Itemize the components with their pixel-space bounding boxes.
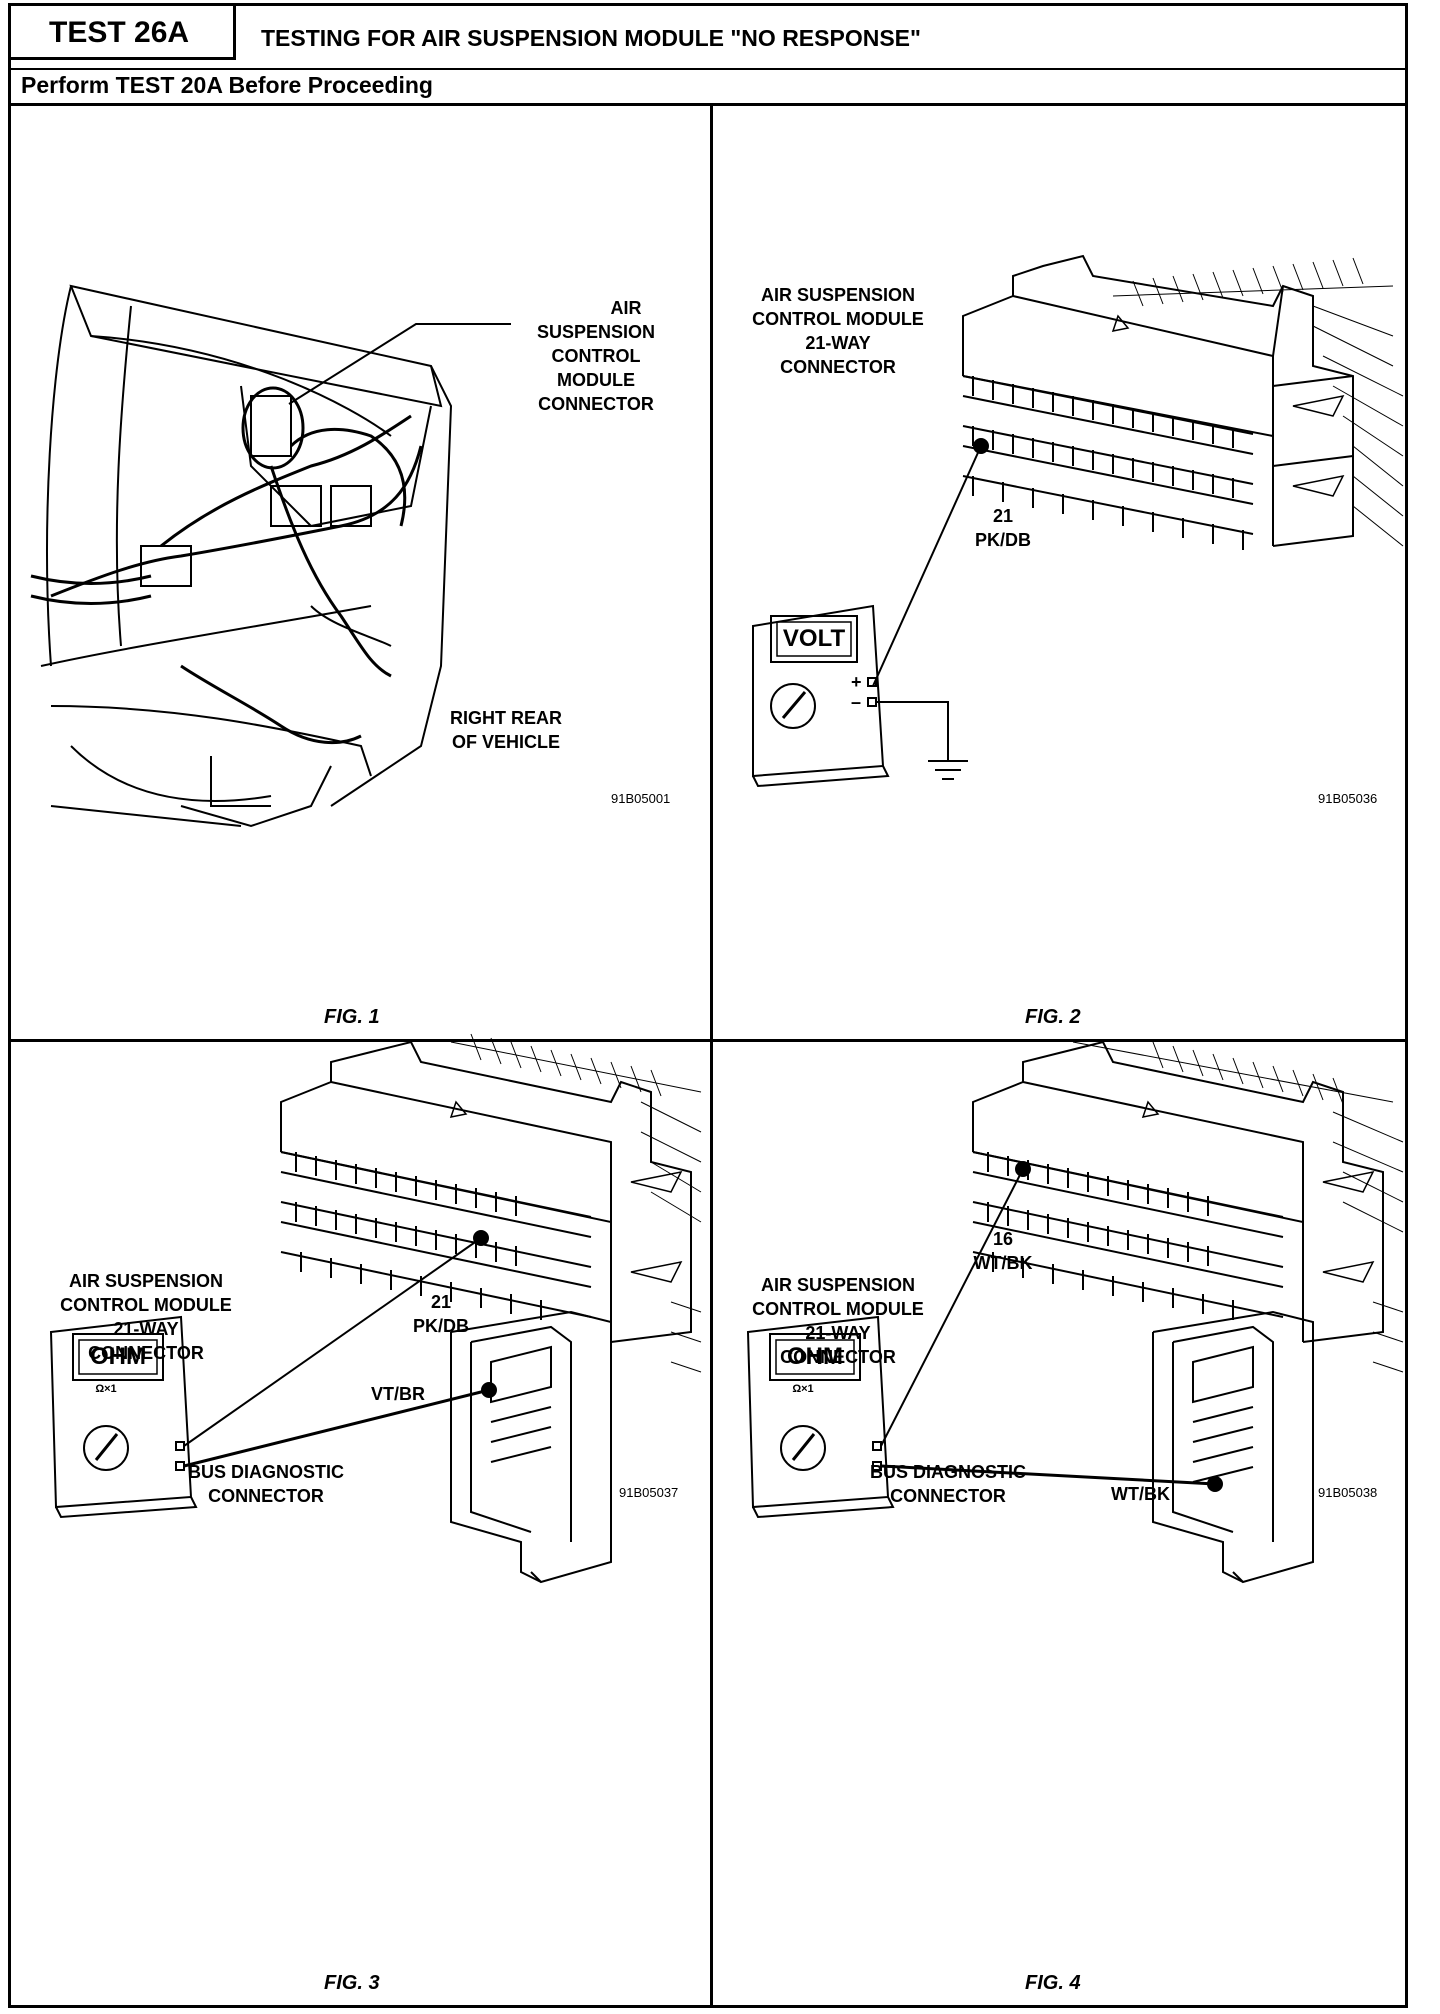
fig4-connector-label: AIR SUSPENSION CONTROL MODULE 21-WAY CON… — [733, 1273, 943, 1369]
fig2-connector-label: AIR SUSPENSION CONTROL MODULE 21-WAY CON… — [733, 283, 943, 379]
fig1-caption: FIG. 1 — [324, 1006, 380, 1028]
ohm-test-illustration — [49, 1033, 702, 1584]
fig4-connector-label-line-4: CONNECTOR — [780, 1347, 896, 1367]
fig3-connector-label-line-2: CONTROL MODULE — [60, 1295, 232, 1315]
fig3-connector-label: AIR SUSPENSION CONTROL MODULE 21-WAY CON… — [41, 1269, 251, 1365]
fig3-connector-label-line-1: AIR SUSPENSION — [68, 1271, 224, 1291]
vehicle-rear-illustration — [30, 284, 511, 828]
fig2-connector-label-line-1: AIR SUSPENSION — [760, 285, 916, 305]
fig4-pin-label: 16 WT/BK — [968, 1227, 1038, 1275]
ohmmeter-display: OHM — [90, 1343, 146, 1370]
figure-1-panel: AIR SUSPENSION CONTROL MODULE CONNECTOR … — [11, 106, 710, 1039]
panel-divider-horizontal — [11, 1039, 1405, 1042]
fig2-connector-label-line-4: CONNECTOR — [780, 357, 896, 377]
connector-21way-illustration — [752, 254, 1404, 788]
fig4-diag-wire-label: WT/BK — [1111, 1484, 1170, 1504]
fig4-pin-wire: WT/BK — [973, 1253, 1033, 1273]
header-divider — [11, 68, 1405, 70]
fig3-pin-label: 21 PK/DB — [406, 1290, 476, 1338]
fig2-connector-label-line-2: CONTROL MODULE — [752, 309, 924, 329]
ohm-test-illustration-2 — [746, 1040, 1404, 1584]
fig3-connector-label-line-4: CONNECTOR — [88, 1343, 204, 1363]
fig1-drawing-code: 91B05001 — [611, 791, 671, 806]
fig1-location-label: RIGHT REAR OF VEHICLE — [431, 706, 581, 754]
fig4-connector-label-line-3: 21-WAY — [805, 1323, 871, 1343]
fig3-pin-number: 21 — [430, 1292, 452, 1312]
header-divider-bottom — [11, 103, 1405, 106]
fig1-location-label-line-2: OF VEHICLE — [451, 732, 560, 752]
fig4-connector-label-line-2: CONTROL MODULE — [752, 1299, 924, 1319]
test-title: TESTING FOR AIR SUSPENSION MODULE "NO RE… — [261, 25, 921, 51]
figure-3-panel: AIR SUSPENSION CONTROL MODULE 21-WAY CON… — [11, 1033, 710, 2008]
fig1-connector-label-line-4: MODULE — [557, 370, 635, 390]
fig4-bus-label: BUS DIAGNOSTIC CONNECTOR — [863, 1460, 1033, 1508]
panel-divider-vertical — [710, 103, 713, 2008]
fig3-drawing-code: 91B05037 — [619, 1485, 679, 1500]
figure-2-panel: AIR SUSPENSION CONTROL MODULE 21-WAY CON… — [713, 106, 1408, 1039]
ohmmeter-display-2: OHM — [787, 1343, 843, 1370]
fig1-connector-label-line-5: CONNECTOR — [538, 394, 654, 414]
test-id: TEST 26A — [11, 6, 236, 60]
ohmmeter-range: Ω×1 — [95, 1383, 117, 1395]
fig2-caption: FIG. 2 — [1025, 1006, 1081, 1028]
voltmeter-minus-terminal: – — [851, 692, 862, 712]
fig1-location-label-line-1: RIGHT REAR — [450, 708, 562, 728]
figure-4-panel: AIR SUSPENSION CONTROL MODULE 21-WAY CON… — [713, 1040, 1408, 2008]
fig1-connector-label-line-2: SUSPENSION — [536, 322, 656, 342]
fig3-bus-label-line-2: CONNECTOR — [208, 1486, 324, 1506]
fig3-caption: FIG. 3 — [324, 1972, 380, 1994]
voltmeter-plus-terminal: + — [851, 672, 862, 692]
ohmmeter-range-2: Ω×1 — [792, 1383, 814, 1395]
fig2-drawing-code: 91B05036 — [1318, 791, 1378, 806]
fig2-pin-wire: PK/DB — [974, 530, 1031, 550]
fig1-connector-label-line-1: AIR — [610, 298, 642, 318]
fig4-connector-label-line-1: AIR SUSPENSION — [760, 1275, 916, 1295]
fig4-drawing-code: 91B05038 — [1318, 1485, 1378, 1500]
fig4-caption: FIG. 4 — [1025, 1972, 1081, 1994]
test-prerequisite: Perform TEST 20A Before Proceeding — [21, 72, 433, 98]
fig2-connector-label-line-3: 21-WAY — [805, 333, 871, 353]
fig3-bus-label: BUS DIAGNOSTIC CONNECTOR — [181, 1460, 351, 1508]
fig3-diag-wire-label: VT/BR — [371, 1384, 425, 1404]
fig3-bus-label-line-1: BUS DIAGNOSTIC — [187, 1462, 344, 1482]
fig2-pin-number: 21 — [992, 506, 1014, 526]
fig4-pin-number: 16 — [992, 1229, 1014, 1249]
fig1-connector-label-line-3: CONTROL — [551, 346, 641, 366]
fig4-bus-label-line-2: CONNECTOR — [890, 1486, 1006, 1506]
fig3-pin-wire: PK/DB — [412, 1316, 469, 1336]
voltmeter-display: VOLT — [782, 625, 846, 652]
test-sheet: TEST 26A TESTING FOR AIR SUSPENSION MODU… — [8, 3, 1408, 2008]
fig2-pin-label: 21 PK/DB — [968, 504, 1038, 552]
fig3-connector-label-line-3: 21-WAY — [113, 1319, 179, 1339]
fig4-bus-label-line-1: BUS DIAGNOSTIC — [869, 1462, 1026, 1482]
fig1-connector-label: AIR SUSPENSION CONTROL MODULE CONNECTOR — [511, 296, 681, 416]
